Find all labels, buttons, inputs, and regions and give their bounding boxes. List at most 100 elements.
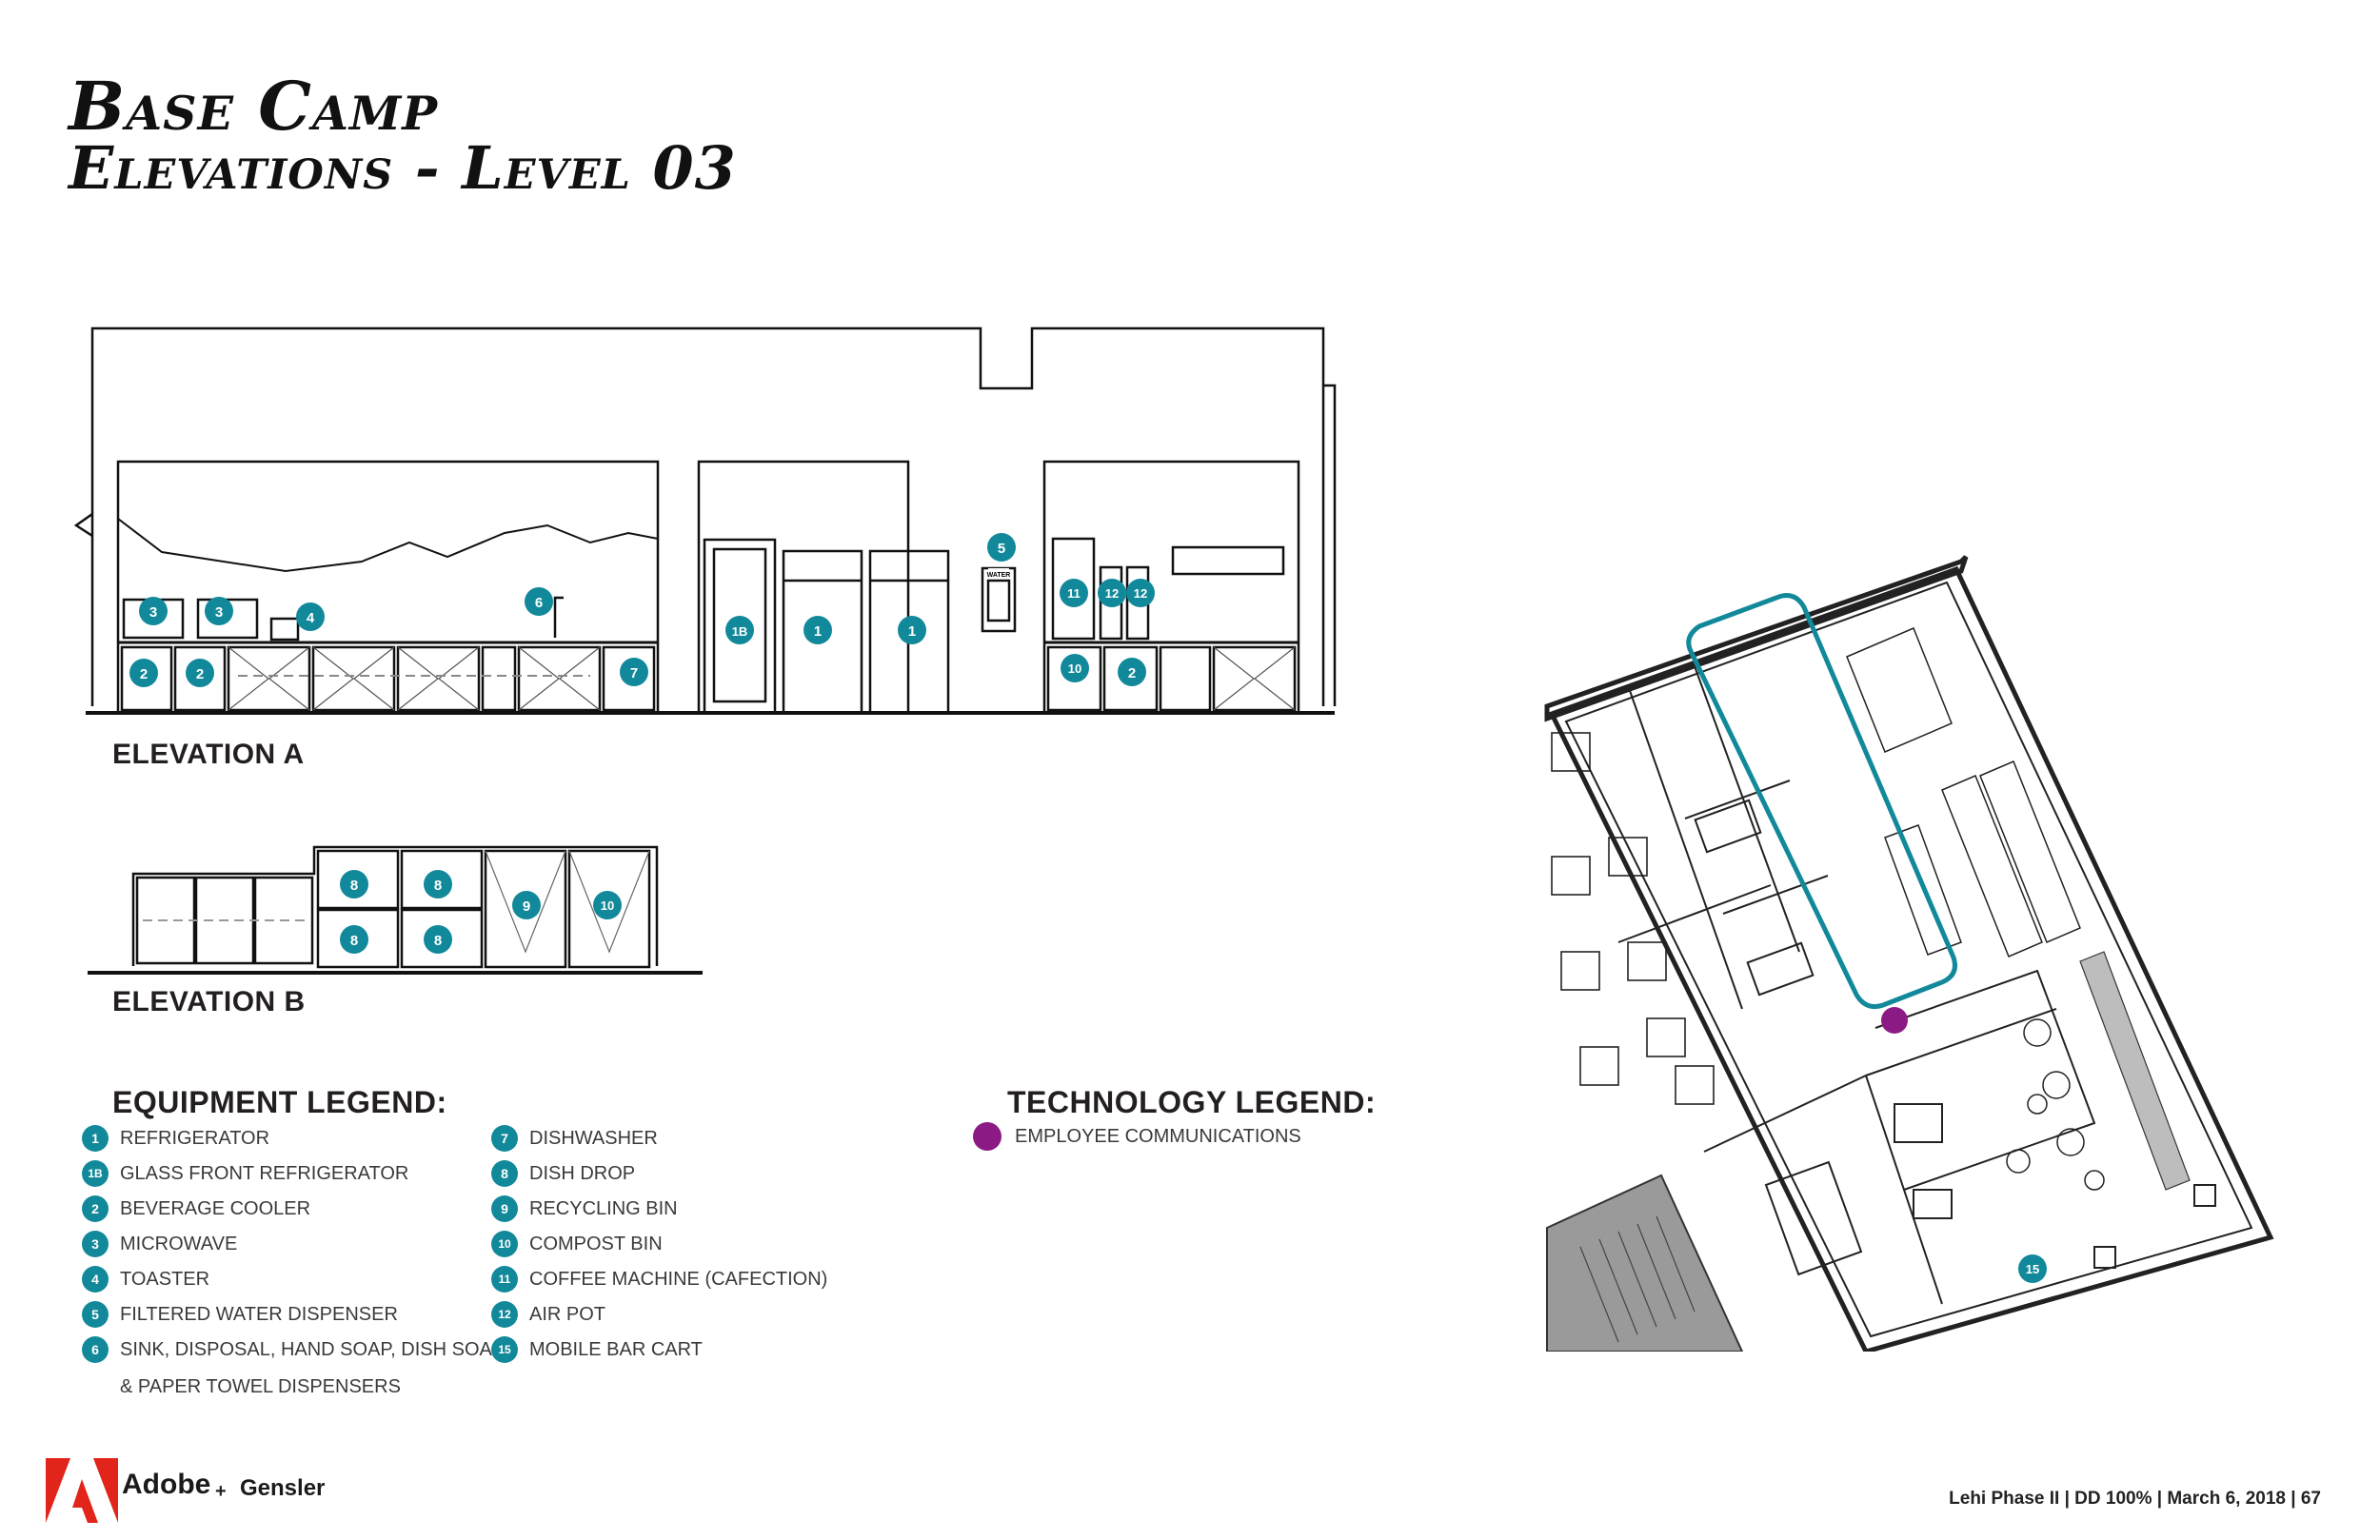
svg-text:2: 2 xyxy=(1128,665,1136,681)
svg-text:5: 5 xyxy=(998,541,1005,557)
svg-text:8: 8 xyxy=(350,933,358,949)
legend-badge: 15 xyxy=(491,1336,518,1363)
technology-legend-item: EMPLOYEE COMMUNICATIONS xyxy=(973,1122,1301,1151)
employee-communications-marker xyxy=(1881,1007,1908,1034)
svg-text:2: 2 xyxy=(140,666,148,682)
svg-text:8: 8 xyxy=(434,933,442,949)
legend-item: 5 FILTERED WATER DISPENSER xyxy=(82,1301,398,1328)
legend-label: MICROWAVE xyxy=(120,1233,238,1254)
svg-text:11: 11 xyxy=(1067,586,1081,601)
legend-item: 10 COMPOST BIN xyxy=(491,1231,663,1257)
legend-badge: 1 xyxy=(82,1125,109,1152)
footer-info: Lehi Phase II | DD 100% | March 6, 2018 … xyxy=(1949,1489,2321,1509)
legend-item: 7 DISHWASHER xyxy=(491,1125,658,1152)
legend-item: 6 SINK, DISPOSAL, HAND SOAP, DISH SOAP xyxy=(82,1336,505,1363)
svg-text:7: 7 xyxy=(630,665,638,681)
equipment-marker: 8 xyxy=(340,925,368,954)
legend-item: 12 AIR POT xyxy=(491,1301,605,1328)
equipment-marker: 3 xyxy=(139,597,168,625)
legend-badge: 12 xyxy=(491,1301,518,1328)
legend-item: 2 BEVERAGE COOLER xyxy=(82,1195,310,1222)
legend-label: AIR POT xyxy=(529,1303,606,1325)
legend-badge: 11 xyxy=(491,1266,518,1293)
legend-badge: 3 xyxy=(82,1231,109,1257)
equipment-marker: 10 xyxy=(593,891,622,919)
equipment-marker: 12 xyxy=(1126,579,1155,607)
legend-label: RECYCLING BIN xyxy=(529,1197,678,1219)
svg-text:15: 15 xyxy=(2026,1262,2039,1276)
equipment-marker: 10 xyxy=(1061,654,1089,682)
legend-label: REFRIGERATOR xyxy=(120,1127,270,1149)
equipment-marker: 1 xyxy=(803,616,832,644)
svg-text:8: 8 xyxy=(350,878,358,894)
legend-badge: 2 xyxy=(82,1195,109,1222)
legend-item: 4 TOASTER xyxy=(82,1266,209,1293)
svg-text:1B: 1B xyxy=(732,624,748,639)
equipment-marker: 2 xyxy=(1118,658,1146,686)
gensler-wordmark: Gensler xyxy=(240,1475,326,1501)
legend-badge: 1B xyxy=(82,1160,109,1187)
equipment-marker: 1 xyxy=(898,616,926,644)
svg-text:12: 12 xyxy=(1105,586,1119,601)
svg-text:9: 9 xyxy=(523,898,530,915)
equipment-legend-heading: EQUIPMENT LEGEND: xyxy=(112,1085,447,1119)
svg-text:3: 3 xyxy=(215,604,223,621)
legend-badge: 7 xyxy=(491,1125,518,1152)
page-subtitle: Elevations - Level 03 xyxy=(69,133,737,203)
legend-item: 8 DISH DROP xyxy=(491,1160,635,1187)
legend-item: 1 REFRIGERATOR xyxy=(82,1125,269,1152)
legend-label: DISH DROP xyxy=(529,1162,636,1184)
legend-label: MOBILE BAR CART xyxy=(529,1338,703,1360)
elevation-a-label: ELEVATION A xyxy=(112,739,305,770)
equipment-marker: 8 xyxy=(424,870,452,898)
equipment-marker: 8 xyxy=(424,925,452,954)
equipment-marker: 4 xyxy=(296,602,325,631)
svg-text:WATER: WATER xyxy=(987,572,1011,579)
equipment-marker: 8 xyxy=(340,870,368,898)
legend-label: COMPOST BIN xyxy=(529,1233,663,1254)
svg-text:10: 10 xyxy=(601,898,614,913)
equipment-marker: 11 xyxy=(1060,579,1088,607)
equipment-marker: 2 xyxy=(186,659,214,687)
page-title: Base Camp xyxy=(69,67,439,146)
legend-label: FILTERED WATER DISPENSER xyxy=(120,1303,398,1325)
legend-label: EMPLOYEE COMMUNICATIONS xyxy=(1015,1125,1301,1147)
employee-communications-dot xyxy=(973,1122,1002,1151)
svg-text:1: 1 xyxy=(814,623,822,640)
legend-badge: 8 xyxy=(491,1160,518,1187)
base-camp-highlight xyxy=(1686,593,1957,1010)
equipment-marker: 1B xyxy=(725,616,754,644)
legend-item: 3 MICROWAVE xyxy=(82,1231,237,1257)
legend-badge: 4 xyxy=(82,1266,109,1293)
legend-label: TOASTER xyxy=(120,1268,210,1290)
brand-plus: + xyxy=(215,1481,227,1502)
equipment-marker: 9 xyxy=(512,891,541,919)
svg-text:2: 2 xyxy=(196,666,204,682)
legend-item: 1B GLASS FRONT REFRIGERATOR xyxy=(82,1160,408,1187)
svg-text:6: 6 xyxy=(535,595,543,611)
legend-label: BEVERAGE COOLER xyxy=(120,1197,311,1219)
legend-label: GLASS FRONT REFRIGERATOR xyxy=(120,1162,409,1184)
equipment-marker: 2 xyxy=(129,659,158,687)
legend-label: DISHWASHER xyxy=(529,1127,658,1149)
legend-badge: 6 xyxy=(82,1336,109,1363)
svg-text:12: 12 xyxy=(1134,586,1147,601)
legend-label: SINK, DISPOSAL, HAND SOAP, DISH SOAP xyxy=(120,1338,506,1360)
equipment-marker: 3 xyxy=(205,597,233,625)
svg-text:3: 3 xyxy=(149,604,157,621)
adobe-logo-icon xyxy=(46,1458,118,1523)
legend-item: 15 MOBILE BAR CART xyxy=(491,1336,703,1363)
svg-text:4: 4 xyxy=(307,610,315,626)
legend-badge: 5 xyxy=(82,1301,109,1328)
svg-text:10: 10 xyxy=(1068,661,1081,676)
elevation-b-label: ELEVATION B xyxy=(112,986,306,1017)
equipment-marker: 5 xyxy=(987,533,1016,562)
equipment-marker: 12 xyxy=(1098,579,1126,607)
legend-badge: 10 xyxy=(491,1231,518,1257)
technology-legend-heading: TECHNOLOGY LEGEND: xyxy=(1007,1085,1377,1119)
equipment-marker: 6 xyxy=(525,587,553,616)
legend-continuation: & PAPER TOWEL DISPENSERS xyxy=(120,1376,401,1397)
svg-text:8: 8 xyxy=(434,878,442,894)
